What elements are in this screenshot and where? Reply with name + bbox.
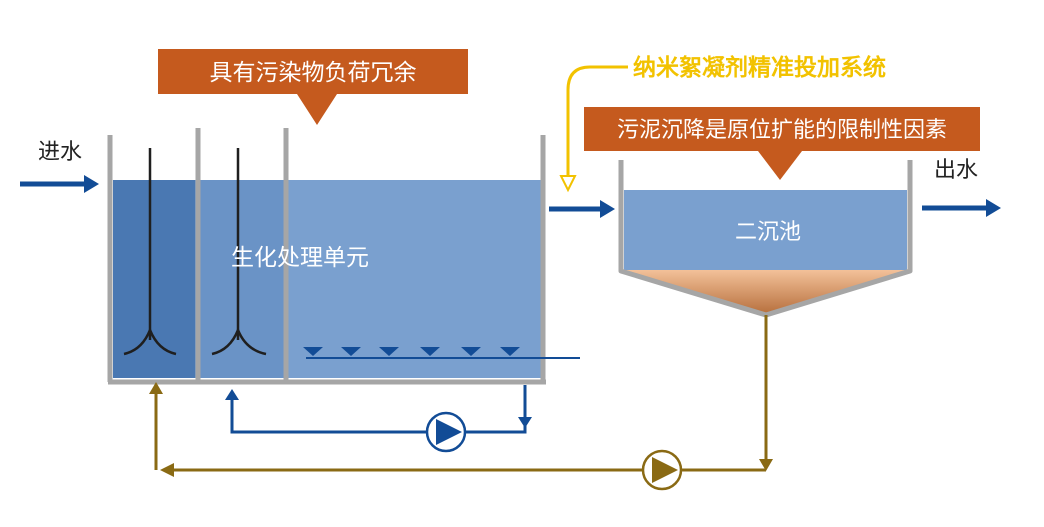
transfer-arrow-icon [549, 200, 615, 218]
callout-pollutant-surplus: 具有污染物负荷冗余 [158, 49, 468, 125]
mixer-icon [211, 148, 267, 356]
clarifier-label: 二沉池 [735, 220, 801, 245]
water-zone-1 [113, 180, 195, 378]
bio-unit-label: 生化处理单元 [231, 245, 369, 271]
recycle-arrow-down [518, 417, 532, 428]
pump-icon [425, 411, 467, 453]
callout-nano-flocculant-text: 纳米絮凝剂精准投加系统 [633, 54, 886, 81]
sludge-arrow-left [160, 463, 174, 477]
sludge-arrow-up [149, 382, 163, 394]
mixer-icon [123, 148, 177, 356]
bio-tank: 生化处理单元 [107, 128, 580, 385]
dosing-line [566, 65, 628, 178]
clarifier-water [624, 190, 907, 270]
recycle-arrow-up [225, 389, 239, 400]
dosing-arrow-icon [559, 175, 577, 193]
water-zone-2 [195, 180, 287, 378]
callout-pollutant-surplus-text: 具有污染物负荷冗余 [210, 60, 417, 86]
aerator-icon [303, 347, 580, 359]
water-zone-3 [287, 180, 541, 378]
outflow-label: 出水 [934, 158, 978, 183]
clarifier: 二沉池 [618, 160, 913, 318]
sludge-arrow-down [759, 459, 773, 471]
callout-sludge-settling-text: 污泥沉降是原位扩能的限制性因素 [617, 118, 947, 143]
tank-walls [107, 128, 546, 385]
callout-sludge-settling: 污泥沉降是原位扩能的限制性因素 [584, 107, 980, 180]
inflow-label: 进水 [38, 140, 82, 165]
pump-icon [641, 449, 683, 491]
inflow-arrow-icon [20, 175, 99, 193]
internal-recycle-line [230, 385, 527, 434]
outflow-arrow-icon [922, 199, 1001, 217]
sludge-layer [624, 270, 907, 313]
